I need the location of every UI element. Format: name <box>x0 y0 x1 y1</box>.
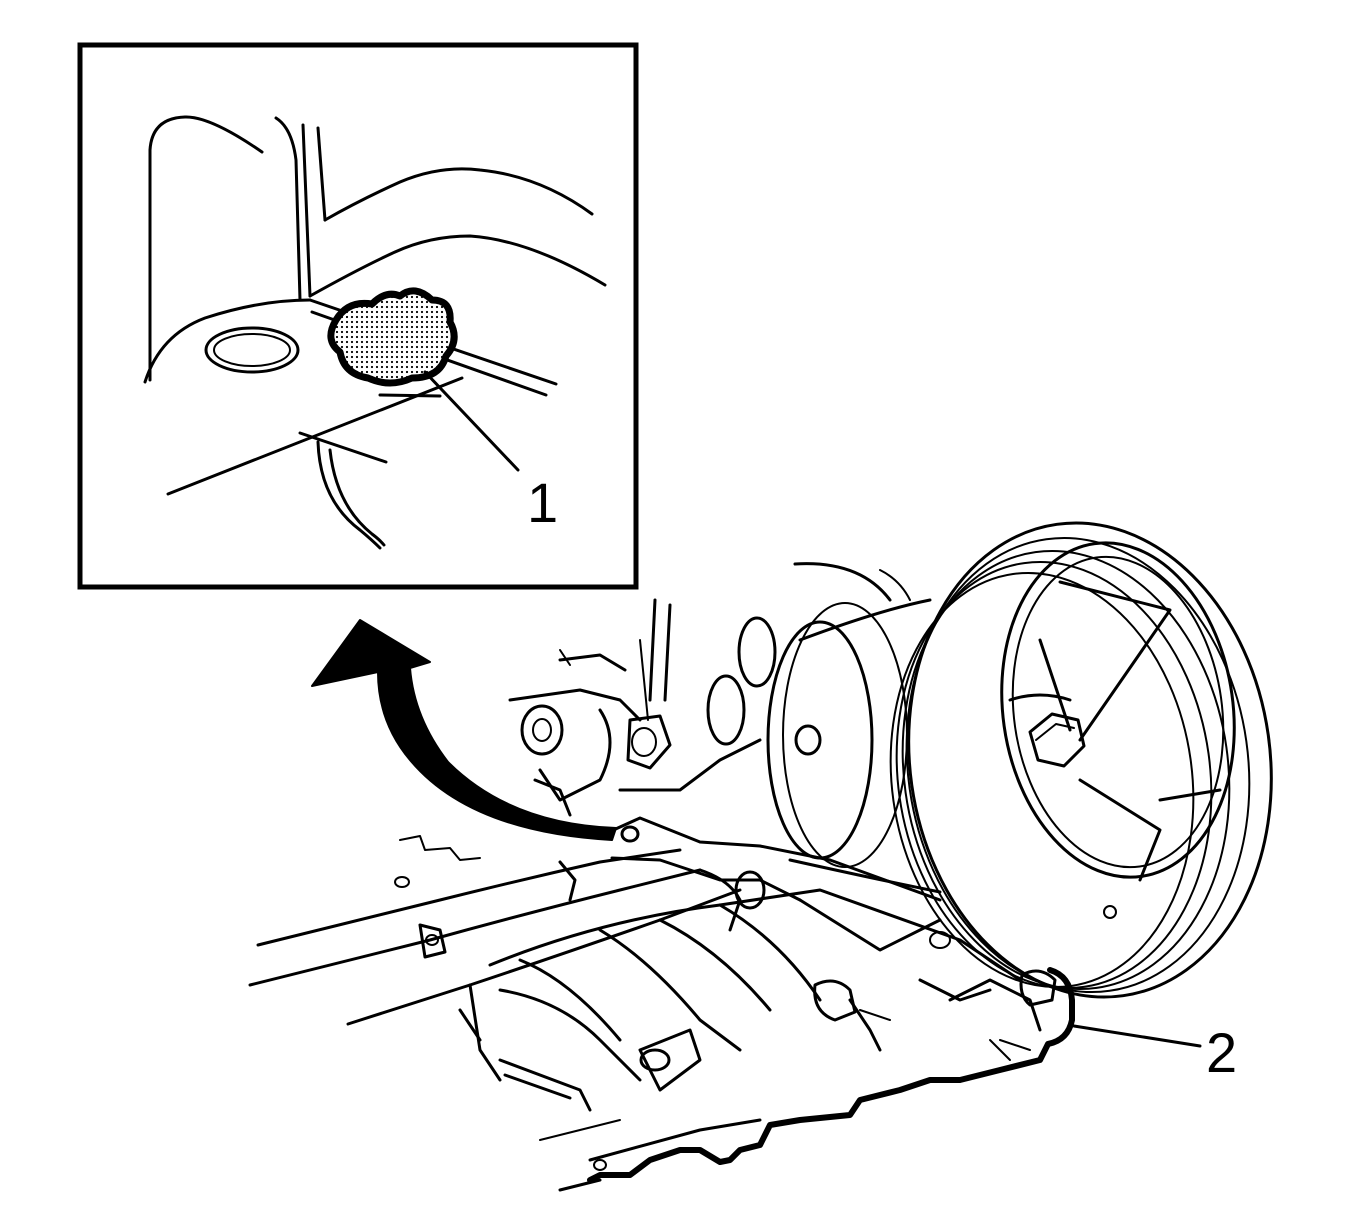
crankshaft-balancer <box>766 521 1273 999</box>
callout-1: 1 <box>527 471 558 534</box>
pan-rail-sealant <box>587 967 1075 1183</box>
center-bolt <box>1028 712 1086 768</box>
engine-assembly: 2 <box>248 521 1273 1192</box>
sealant-bead <box>327 287 458 387</box>
detail-inset: 1 <box>77 42 639 590</box>
callout-2: 2 <box>1206 1021 1237 1084</box>
leader-line-2 <box>1072 1024 1202 1048</box>
curved-arrow-icon <box>311 619 617 841</box>
bolt-hole <box>204 326 300 374</box>
leader-line-1 <box>423 370 520 472</box>
